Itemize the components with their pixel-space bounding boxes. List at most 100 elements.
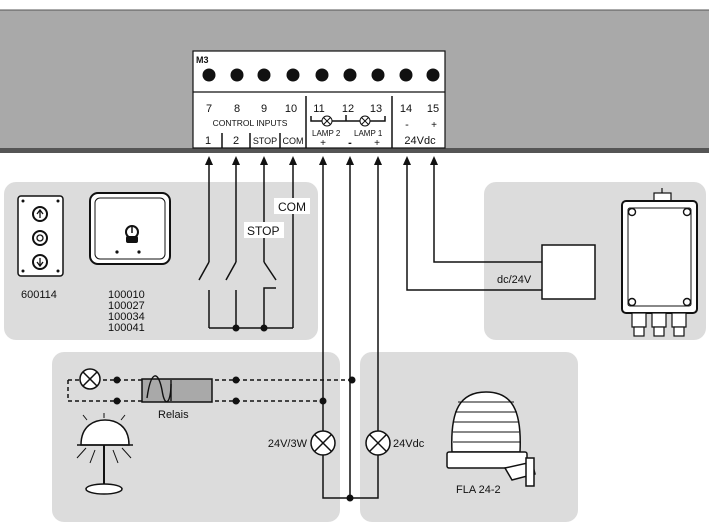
terminal-block-label: M3 — [196, 55, 209, 65]
arrow-up-icon — [289, 156, 297, 165]
push-button-station — [17, 195, 64, 277]
junction-dot — [232, 376, 240, 384]
lamp-rating-label: 24V/3W — [268, 438, 308, 450]
arrow-up-icon — [319, 156, 327, 165]
key-switch — [89, 192, 171, 265]
terminal-screw — [202, 68, 216, 82]
relay-lamp-icon — [79, 368, 101, 390]
terminal-number-12: 12 — [342, 103, 354, 115]
supply-voltage-label: 24Vdc — [404, 135, 436, 147]
relay-box — [141, 378, 213, 403]
arrow-up-icon — [430, 156, 438, 165]
arrow-up-icon — [374, 156, 382, 165]
flashing-lamp-model-label: FLA 24-2 — [456, 484, 501, 496]
terminal-screws — [202, 68, 440, 82]
flashing-lamp-voltage-label: 24Vdc — [393, 438, 425, 450]
junction-dot — [113, 376, 121, 384]
terminal-screw — [286, 68, 300, 82]
control-input-wiring — [198, 164, 294, 332]
close-button-icon — [32, 254, 48, 270]
supply-minus-label: - — [405, 119, 409, 131]
arrow-up-icon — [205, 156, 213, 165]
input-label-2: 2 — [233, 135, 239, 147]
lamp1-plus-label: + — [374, 138, 380, 149]
lamp-output-wire — [370, 116, 386, 122]
terminal-number-11: 11 — [313, 103, 324, 115]
key-switch-codes: 100010 100027 100034 100041 — [108, 289, 145, 334]
lamp2-plus-label: + — [320, 138, 326, 149]
lamp-24vdc-icon — [365, 430, 391, 456]
lamp-output-schematic — [310, 115, 386, 127]
arrow-up-icon — [232, 156, 240, 165]
lamp-relay-panel — [52, 352, 340, 522]
terminal-number-14: 14 — [400, 103, 412, 115]
terminal-numbers: 7 8 9 10 11 12 13 14 15 — [206, 103, 439, 115]
power-unit-label: dc/24V — [497, 274, 532, 286]
lamp-symbol-icon — [321, 115, 333, 127]
enclosure-box — [621, 188, 698, 337]
control-inputs-label: CONTROL INPUTS — [213, 118, 288, 128]
arrow-up-icon — [346, 156, 354, 165]
open-button-icon — [32, 206, 48, 222]
supply-wire-plus — [433, 164, 542, 263]
screw-icon — [627, 297, 637, 307]
terminal-screw — [399, 68, 413, 82]
push-button-code: 600114 — [21, 289, 57, 301]
supply-plus-label: + — [431, 120, 437, 131]
com-label: COM — [278, 200, 306, 214]
lamp-output-wire — [310, 116, 322, 122]
terminal-number-13: 13 — [370, 103, 382, 115]
arrow-up-icon — [260, 156, 268, 165]
input-label-com: COM — [283, 136, 304, 146]
lamp-minus-label: - — [348, 137, 352, 149]
terminal-screw — [426, 68, 440, 82]
terminal-number-7: 7 — [206, 103, 212, 115]
screw-icon — [627, 207, 637, 217]
terminal-block — [192, 50, 446, 149]
lamp1-label: LAMP 1 — [354, 129, 383, 138]
power-unit-box — [541, 244, 596, 300]
key-switch-code: 100034 — [108, 311, 145, 323]
relay-coil-icon — [146, 375, 172, 403]
key-switch-code: 100010 — [108, 289, 145, 301]
stop-button-icon — [32, 230, 48, 246]
terminal-screw — [343, 68, 357, 82]
terminal-number-9: 9 — [261, 103, 267, 115]
arrow-up-icon — [403, 156, 411, 165]
terminal-number-15: 15 — [427, 103, 439, 115]
lamp-wiring — [322, 164, 379, 502]
terminal-arrows — [205, 156, 438, 165]
warning-light-icon — [76, 413, 133, 495]
junction-dot — [232, 324, 240, 332]
lamp-symbol-icon — [359, 115, 371, 127]
terminal-screw — [315, 68, 329, 82]
key-switch-code: 100041 — [108, 322, 145, 334]
com-label-box — [274, 198, 310, 214]
key-lock-icon — [125, 225, 139, 243]
relay-circuit — [67, 375, 356, 405]
screw-icon — [682, 297, 692, 307]
terminal-number-8: 8 — [234, 103, 240, 115]
input-labels: 1 2 STOP COM — [205, 135, 304, 147]
input-label-1: 1 — [205, 135, 211, 147]
terminal-screw — [371, 68, 385, 82]
screw-icon — [682, 207, 692, 217]
supply-wire-minus — [406, 164, 542, 291]
terminal-number-10: 10 — [285, 103, 297, 115]
lamp2-label: LAMP 2 — [312, 129, 341, 138]
stop-label-box — [244, 222, 284, 238]
lamp-24v3w-icon — [310, 430, 336, 456]
junction-dot — [260, 324, 268, 332]
stop-label: STOP — [247, 224, 279, 238]
junction-dot — [346, 494, 354, 502]
junction-dot — [232, 397, 240, 405]
controller-bottom-edge — [0, 148, 709, 153]
terminal-screw — [257, 68, 271, 82]
key-switch-code: 100027 — [108, 300, 145, 312]
junction-dot — [113, 397, 121, 405]
flashing-lamp-icon — [446, 391, 536, 487]
input-label-stop: STOP — [253, 136, 277, 146]
terminal-screw — [230, 68, 244, 82]
relay-label: Relais — [158, 409, 189, 421]
